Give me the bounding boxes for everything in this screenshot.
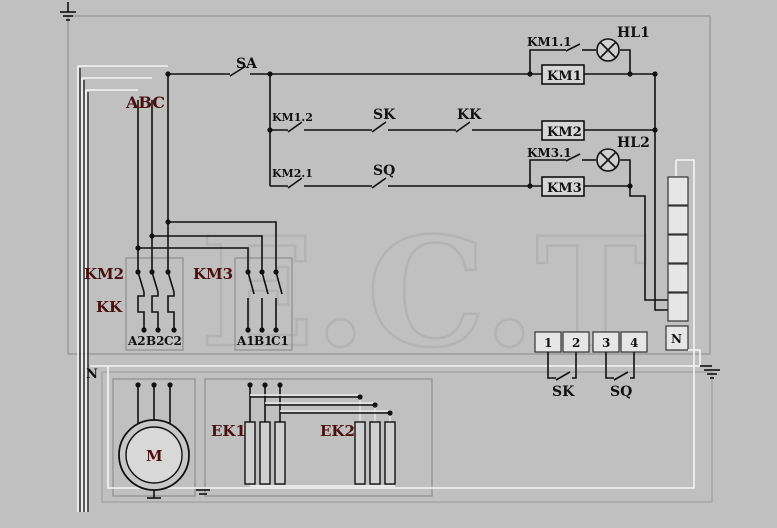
label-sk-bottom: SK (552, 384, 575, 400)
supply-wires (77, 65, 168, 512)
label-b2: B2 (146, 334, 165, 348)
label-ek1: EK1 (211, 422, 246, 440)
label-kk-top: KK (457, 107, 482, 123)
km2-box (125, 257, 184, 351)
label-km31: KM3.1 (527, 146, 572, 160)
label-km21: KM2.1 (272, 167, 313, 180)
label-abc: ABC (125, 93, 165, 112)
label-km11: KM1.1 (527, 35, 572, 49)
lamp-icon (596, 148, 620, 172)
label-terminal-3: 3 (602, 336, 610, 350)
motor-icon (118, 382, 190, 499)
label-sk-top: SK (373, 107, 396, 123)
label-sq-bottom: SQ (610, 384, 632, 400)
label-terminal-1: 1 (544, 336, 552, 350)
device-frame (101, 371, 713, 503)
label-hl1: HL1 (617, 25, 650, 41)
label-n-right: N (671, 332, 682, 346)
label-ek2: EK2 (320, 422, 355, 440)
label-km2-coil: KM2 (547, 125, 582, 140)
km2-contacts (137, 271, 177, 333)
label-motor: M (146, 447, 163, 465)
label-terminal-2: 2 (572, 336, 580, 350)
label-n-left: N (86, 367, 98, 382)
control-circuit (165, 43, 668, 311)
label-km3-coil: KM3 (547, 181, 582, 196)
ground-icon (196, 489, 210, 495)
label-hl2: HL2 (617, 135, 650, 151)
ground-icon (60, 2, 76, 21)
label-km1-coil: KM1 (547, 69, 582, 84)
neutral-wire (90, 349, 720, 379)
km3-contacts (245, 271, 283, 333)
terminal-strip (107, 159, 695, 489)
label-km3: KM3 (193, 265, 233, 283)
label-c2: C2 (164, 334, 182, 348)
label-terminal-4: 4 (630, 336, 638, 350)
label-sa: SA (236, 56, 258, 72)
heater-box (204, 378, 433, 497)
terminal-block-1-4 (534, 331, 648, 381)
label-kk: KK (96, 298, 123, 316)
label-a1: A1 (236, 334, 255, 348)
label-sq-top: SQ (373, 163, 395, 179)
label-a2: A2 (127, 334, 146, 348)
label-c1: C1 (271, 334, 289, 348)
label-b1: B1 (254, 334, 273, 348)
heater-icon (244, 382, 396, 487)
label-km12: KM1.2 (272, 111, 313, 124)
label-km2: KM2 (84, 265, 124, 283)
km3-box (234, 257, 293, 351)
sa-switch-icon (229, 65, 247, 77)
lamp-icon (596, 38, 620, 62)
control-panel-frame (67, 15, 711, 355)
